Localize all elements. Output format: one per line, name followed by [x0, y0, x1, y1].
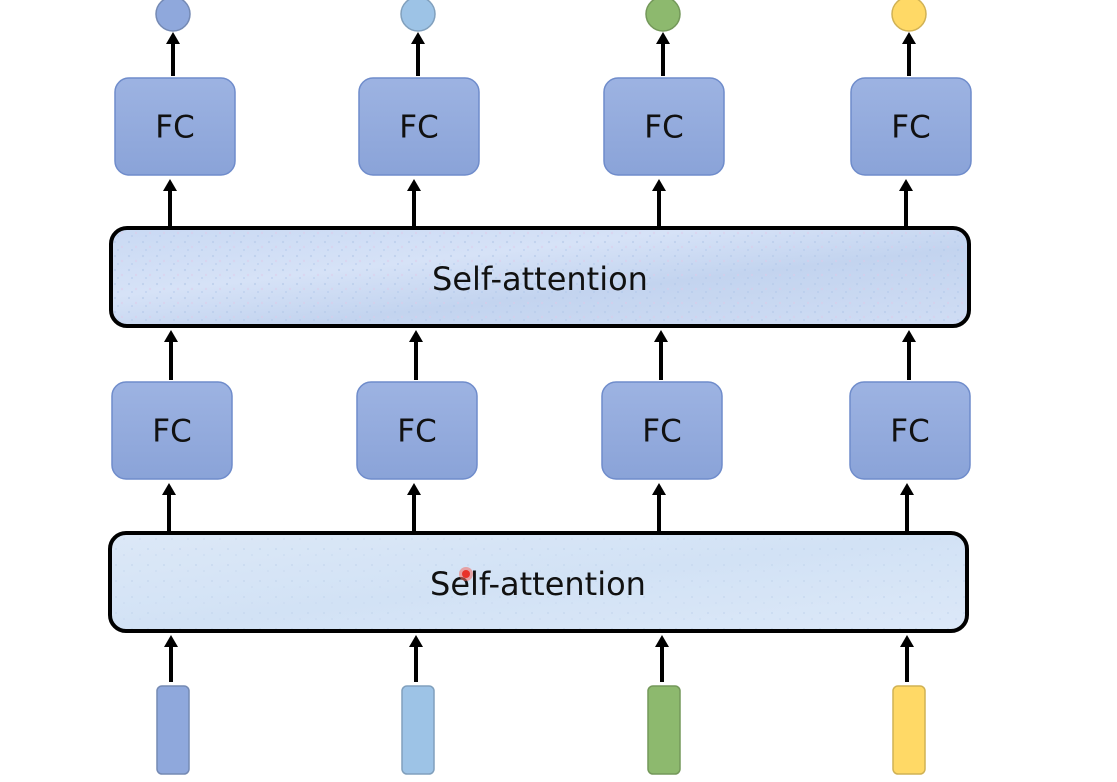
arrow-input-to-sa-4 [900, 635, 914, 682]
arrow-sa-to-lower-fc-2 [407, 483, 421, 533]
lower-self-attention-block: Self-attention [108, 531, 969, 633]
input-vector-1 [156, 685, 190, 775]
lower-fc-box-4: FC [849, 381, 971, 480]
upper-self-attention-block: Self-attention [109, 226, 971, 328]
arrow-input-to-sa-2 [409, 635, 423, 682]
lower-fc-box-2: FC [356, 381, 478, 480]
input-vector-3 [647, 685, 681, 775]
arrows [162, 32, 916, 682]
arrow-sa-to-upper-fc-2 [407, 179, 421, 228]
input-vectors [156, 685, 926, 775]
lower-fc-box-1-label: FC [152, 414, 191, 450]
arrow-sa-to-lower-fc-1 [162, 483, 176, 533]
lower-fc-box-3-label: FC [642, 414, 681, 450]
upper-fc-box-3: FC [603, 77, 725, 176]
arrow-lower-fc-to-sa-1 [164, 330, 178, 380]
arrow-fc-to-output-1 [166, 32, 180, 76]
arrow-fc-to-output-4 [902, 32, 916, 76]
lower-fc-box-4-label: FC [890, 414, 929, 450]
upper-fc-box-2: FC [358, 77, 480, 176]
arrow-lower-fc-to-sa-3 [654, 330, 668, 380]
upper-fc-box-1: FC [114, 77, 236, 176]
pointer-cursor [459, 567, 473, 581]
arrow-lower-fc-to-sa-2 [409, 330, 423, 380]
input-vector-4 [892, 685, 926, 775]
output-node-3 [645, 0, 681, 32]
arrow-sa-to-upper-fc-4 [899, 179, 913, 228]
arrow-input-to-sa-1 [164, 635, 178, 682]
upper-fc-box-4-label: FC [891, 110, 930, 146]
upper-fc-box-4: FC [850, 77, 972, 176]
arrow-fc-to-output-3 [656, 32, 670, 76]
upper-fc-box-2-label: FC [399, 110, 438, 146]
upper-fc-box-3-label: FC [644, 110, 683, 146]
arrow-input-to-sa-3 [655, 635, 669, 682]
arrow-sa-to-lower-fc-4 [900, 483, 914, 533]
output-node-1 [155, 0, 191, 32]
lower-fc-box-3: FC [601, 381, 723, 480]
arrow-fc-to-output-2 [411, 32, 425, 76]
upper-fc-row: FC FC FC FC [114, 77, 972, 176]
lower-fc-box-1: FC [111, 381, 233, 480]
arrow-sa-to-upper-fc-3 [652, 179, 666, 228]
arrow-sa-to-lower-fc-3 [652, 483, 666, 533]
lower-fc-row: FC FC FC FC [111, 381, 971, 480]
lower-fc-box-2-label: FC [397, 414, 436, 450]
input-vector-2 [401, 685, 435, 775]
arrow-sa-to-upper-fc-1 [163, 179, 177, 228]
arrow-lower-fc-to-sa-4 [902, 330, 916, 380]
upper-fc-box-1-label: FC [155, 110, 194, 146]
output-node-4 [891, 0, 927, 32]
output-node-2 [400, 0, 436, 32]
upper-self-attention-label: Self-attention [432, 260, 648, 298]
output-nodes [155, 0, 927, 32]
